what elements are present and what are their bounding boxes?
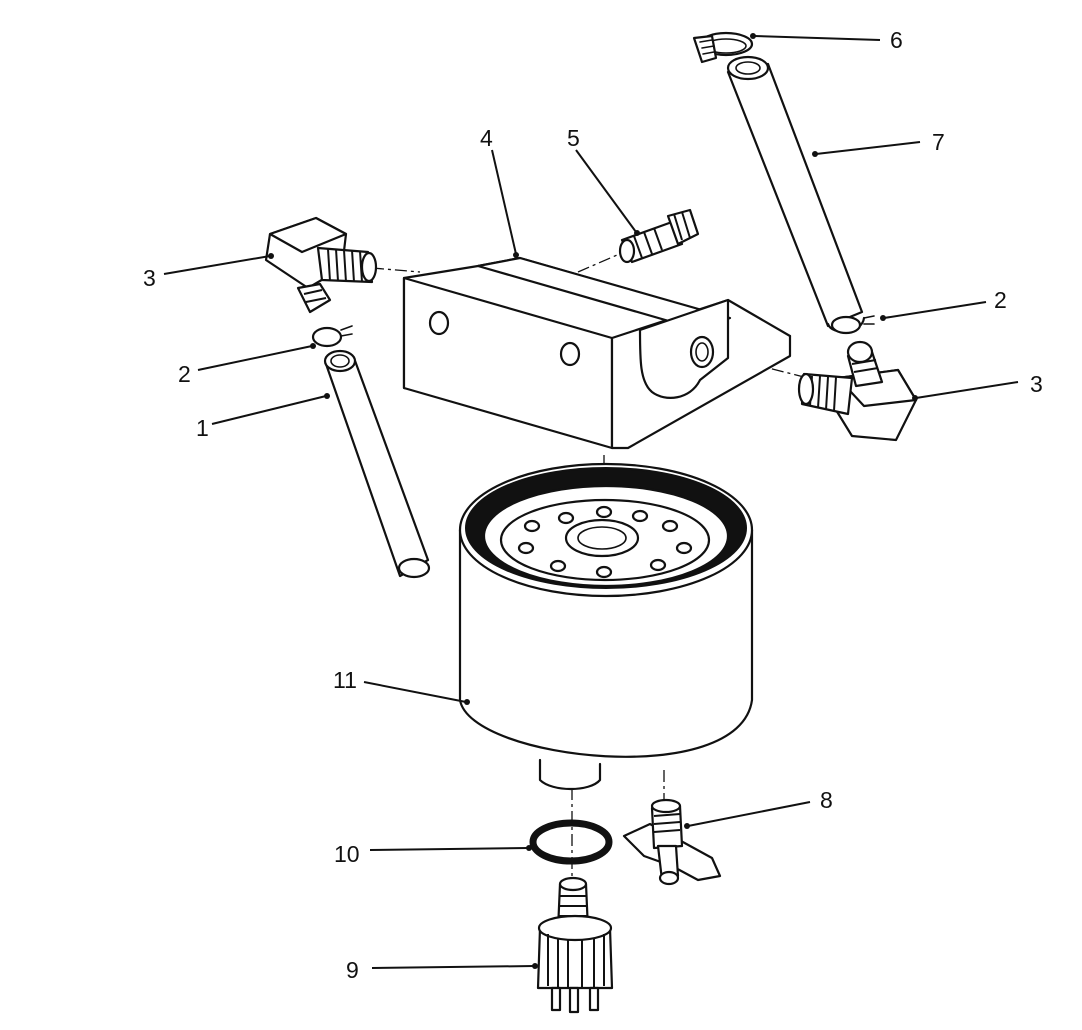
part-3-elbow-fitting-right (797, 340, 918, 442)
part-10-oring (529, 819, 613, 865)
part-6-hose-clamp (692, 31, 754, 64)
callout-labels: 1 2 2 3 3 4 5 6 7 8 9 10 11 (143, 27, 1043, 983)
part-3-elbow-fitting-left (264, 216, 378, 314)
callout-leaders (163, 33, 1019, 969)
callout-8: 8 (820, 787, 833, 813)
part-11-fuel-filter (458, 462, 754, 790)
callout-3-left: 3 (143, 265, 156, 291)
callout-10: 10 (334, 841, 360, 867)
part-4-filter-bracket (402, 256, 792, 450)
callout-5: 5 (567, 125, 580, 151)
part-2-oring-left (311, 325, 353, 348)
callout-1: 1 (196, 415, 209, 441)
callout-3-right: 3 (1030, 371, 1043, 397)
part-1-fuel-hose (323, 349, 431, 579)
callout-7: 7 (932, 129, 945, 155)
callout-9: 9 (346, 957, 359, 983)
part-5-fitting (618, 208, 700, 264)
callout-2-left: 2 (178, 361, 191, 387)
part-8-drain-valve (622, 798, 722, 886)
part-2-oring-right (830, 315, 875, 335)
part-9-sensor (536, 876, 614, 1014)
callout-2-right: 2 (994, 287, 1007, 313)
callout-11: 11 (333, 667, 357, 693)
callout-4: 4 (480, 125, 493, 151)
callout-6: 6 (890, 27, 903, 53)
part-7-fuel-hose (726, 55, 866, 333)
